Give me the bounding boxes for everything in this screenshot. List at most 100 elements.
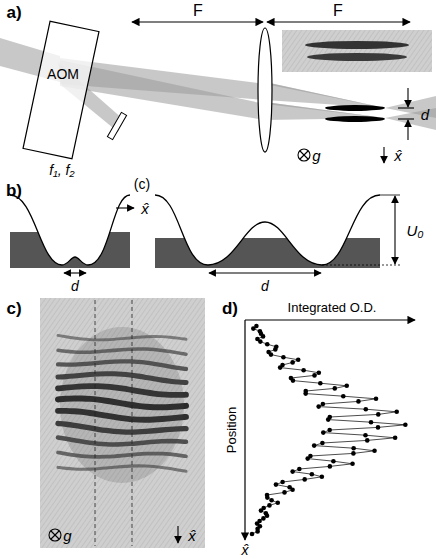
panel-letter: d) bbox=[222, 300, 238, 317]
lens bbox=[258, 28, 272, 152]
data-point bbox=[301, 368, 306, 373]
data-point bbox=[259, 508, 264, 513]
data-point bbox=[282, 490, 287, 495]
data-point bbox=[365, 438, 370, 443]
figure-label: d bbox=[421, 107, 429, 122]
figure-label: g⃗ bbox=[63, 528, 83, 543]
data-point bbox=[291, 378, 296, 383]
figure-label: Integrated O.D. bbox=[288, 301, 377, 314]
data-point bbox=[372, 449, 377, 454]
data-point bbox=[269, 352, 274, 357]
data-point bbox=[310, 472, 315, 477]
data-point bbox=[269, 498, 274, 503]
profile-axes bbox=[245, 320, 415, 540]
trap-cloud bbox=[325, 116, 385, 122]
data-point bbox=[302, 477, 307, 482]
data-point bbox=[312, 443, 317, 448]
axis-symbols bbox=[298, 147, 384, 163]
panel-letter: c) bbox=[6, 300, 21, 317]
trap-cloud bbox=[325, 105, 385, 111]
data-point bbox=[297, 467, 302, 472]
data-point bbox=[374, 397, 379, 402]
data-point bbox=[312, 373, 317, 378]
data-point bbox=[376, 425, 381, 430]
beam-block bbox=[107, 112, 126, 139]
data-point bbox=[265, 342, 270, 347]
data-point bbox=[351, 446, 356, 451]
aom-crystal bbox=[23, 21, 99, 159]
figure-label: g⃗ bbox=[312, 148, 332, 163]
data-point bbox=[273, 347, 278, 352]
data-point bbox=[290, 488, 295, 493]
data-point bbox=[344, 384, 349, 389]
potential-markers bbox=[64, 195, 400, 273]
data-point bbox=[251, 326, 256, 331]
data-point bbox=[356, 399, 361, 404]
cloud-envelope bbox=[60, 327, 184, 483]
data-point bbox=[393, 436, 398, 441]
data-point bbox=[326, 417, 331, 422]
data-point bbox=[331, 459, 336, 464]
figure-label: F bbox=[193, 3, 203, 19]
data-point bbox=[265, 495, 270, 500]
double-well-potential bbox=[155, 195, 385, 272]
data-point bbox=[267, 503, 272, 508]
data-point bbox=[351, 451, 356, 456]
figure-label: x̂ bbox=[394, 148, 402, 163]
data-point bbox=[258, 339, 263, 344]
data-point bbox=[320, 475, 325, 480]
single-well-potential bbox=[10, 195, 135, 272]
profile-line bbox=[252, 326, 405, 534]
data-point bbox=[261, 334, 266, 339]
figure-label: AOM bbox=[47, 67, 79, 81]
data-point bbox=[316, 404, 321, 409]
focal-dimension bbox=[132, 22, 410, 23]
panel-letter: b) bbox=[6, 182, 22, 199]
data-point bbox=[296, 358, 301, 363]
data-point bbox=[261, 516, 266, 521]
data-point bbox=[303, 391, 308, 396]
data-point bbox=[278, 365, 283, 370]
figure-label: (c) bbox=[134, 177, 150, 191]
data-point bbox=[305, 456, 310, 461]
data-point bbox=[318, 381, 323, 386]
data-point bbox=[363, 433, 368, 438]
data-point bbox=[290, 360, 295, 365]
data-point bbox=[328, 464, 333, 469]
figure-label: x̂ bbox=[242, 543, 249, 557]
figure-label: x̂ bbox=[141, 201, 149, 216]
data-point bbox=[321, 430, 326, 435]
data-point bbox=[317, 371, 322, 376]
figure-label: U₀ bbox=[406, 223, 423, 238]
figure-label: x̂ bbox=[188, 528, 196, 543]
data-point bbox=[332, 386, 337, 391]
interference-image bbox=[40, 298, 205, 548]
data-point bbox=[255, 529, 260, 534]
data-point bbox=[350, 462, 355, 467]
data-point bbox=[250, 532, 255, 537]
absorption-inset bbox=[282, 30, 432, 72]
figure-label: d bbox=[261, 279, 269, 293]
density-profile bbox=[250, 324, 408, 537]
data-point bbox=[320, 441, 325, 446]
data-point bbox=[369, 420, 374, 425]
data-point bbox=[376, 412, 381, 417]
data-point bbox=[341, 394, 346, 399]
data-point bbox=[321, 402, 326, 407]
data-point bbox=[290, 469, 295, 474]
data-point bbox=[394, 410, 399, 415]
data-point bbox=[363, 407, 368, 412]
data-point bbox=[327, 428, 332, 433]
data-point bbox=[403, 423, 408, 428]
figure-label: f₁, f₂ bbox=[49, 163, 74, 177]
figure-label: d bbox=[71, 279, 79, 293]
data-point bbox=[274, 482, 279, 487]
data-point bbox=[275, 501, 280, 506]
figure-label: Position bbox=[225, 407, 238, 453]
figure-label: F bbox=[333, 3, 343, 19]
data-point bbox=[281, 355, 286, 360]
data-point bbox=[280, 480, 285, 485]
panel-letter: a) bbox=[6, 4, 21, 21]
